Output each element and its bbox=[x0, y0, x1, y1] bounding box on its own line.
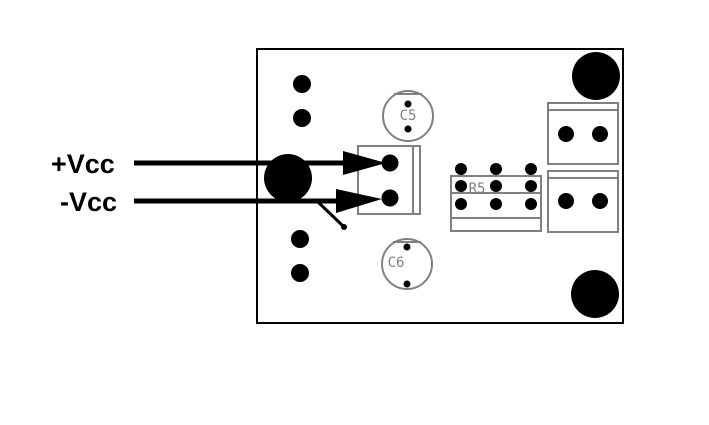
jumper-wire bbox=[316, 200, 345, 228]
r5-label: R5 bbox=[469, 181, 486, 197]
hole-left-2 bbox=[293, 109, 311, 127]
mounting-hole-left bbox=[264, 154, 312, 202]
vcc-plus-arrowhead bbox=[343, 151, 386, 175]
hole-left-1 bbox=[293, 75, 311, 93]
capacitor-c6: C6 bbox=[381, 238, 433, 290]
terminal-block-top bbox=[547, 102, 619, 165]
power-connector bbox=[357, 145, 421, 215]
jumper-end bbox=[341, 224, 347, 230]
vcc-minus-label: -Vcc bbox=[60, 187, 117, 217]
terminal-block-bottom bbox=[547, 170, 619, 233]
c6-label: C6 bbox=[388, 255, 405, 271]
mounting-hole-top-right bbox=[572, 52, 620, 100]
pcb-board-outline bbox=[256, 48, 624, 324]
vcc-minus-arrowhead bbox=[336, 189, 382, 213]
capacitor-c5: C5 bbox=[382, 90, 434, 142]
c5-label: C5 bbox=[400, 108, 417, 124]
vcc-plus-label: +Vcc bbox=[51, 149, 115, 179]
mounting-hole-bottom-right bbox=[571, 270, 619, 318]
resistor-r5: R5 bbox=[450, 163, 542, 232]
hole-left-3 bbox=[291, 230, 309, 248]
hole-left-4 bbox=[291, 264, 309, 282]
